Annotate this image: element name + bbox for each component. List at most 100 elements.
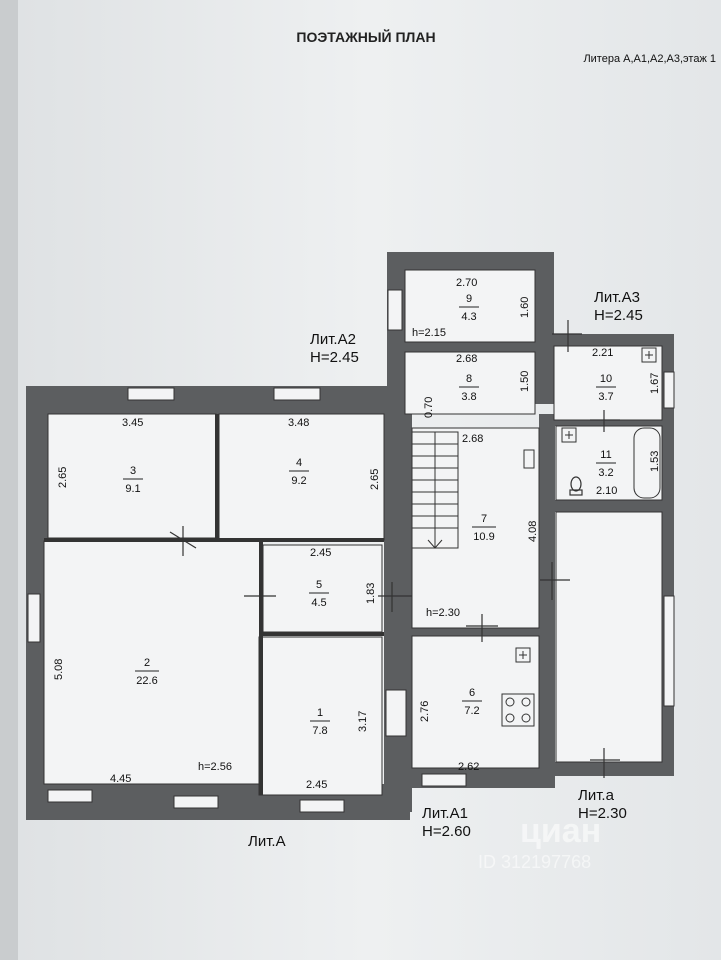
wall-a2-top [387,252,554,272]
outlet-icon [641,347,657,363]
paper-edge [0,0,18,960]
wall-main-left [26,386,48,800]
bathtub-icon [633,427,661,499]
wall-a1-left [404,414,412,812]
window-room-2-left [27,593,41,643]
room-9-floor [404,269,536,343]
door-marks [169,320,620,778]
dim-183: 1.83 [365,583,377,604]
window-room-3 [127,387,175,401]
room-11-number: 11 [600,449,611,461]
wall-main-top [26,386,416,414]
window-room-9 [387,289,403,331]
room-4-number: 4 [296,457,302,469]
dim-262: 2.62 [458,761,479,773]
dim-408: 4.08 [527,521,539,542]
staircase [411,431,459,549]
room-8-floor [404,351,536,415]
room-5-number: 5 [316,579,322,591]
room-6-number: 6 [469,687,475,699]
room-3-area: 9.1 [125,483,140,495]
outlet-icon [515,647,531,663]
dim-345: 3.45 [122,417,143,429]
room-5-area: 4.5 [311,597,326,609]
porch-floor [555,511,663,763]
partitions [44,414,384,795]
room-8-number: 8 [466,373,472,385]
room-11-area: 3.2 [598,467,613,479]
litera-label: Литера А,А1,А2,А3,этаж 1 [583,53,716,65]
dim-268b: 2.68 [462,433,483,445]
room-8-area: 3.8 [461,391,476,403]
window-room-4 [273,387,321,401]
dim-150: 1.50 [519,371,531,392]
dim-317: 3.17 [357,711,369,732]
wall-a3-top [540,334,672,346]
room-2-number: 2 [144,657,150,669]
room-2-area: 22.6 [136,675,157,687]
block-a1-name: Лит.А1 [422,805,468,822]
dim-270: 2.70 [456,277,477,289]
block-a-small-height: H=2.30 [578,805,627,822]
room-10-area: 3.7 [598,391,613,403]
window-room-1 [299,799,345,813]
room-1-floor [258,636,383,796]
dim-445: 4.45 [110,773,131,785]
outlet-icon [561,427,577,443]
watermark-id: ID 312197768 [478,852,591,872]
dim-153: 1.53 [649,451,661,472]
watermark-brand: циан [520,812,601,850]
dim-160: 1.60 [519,297,531,318]
chimney-mark [523,449,535,469]
block-a1-height: H=2.60 [422,823,471,840]
dim-508: 5.08 [53,659,65,680]
wall-a1-right [539,414,555,788]
room-4-floor [218,413,385,541]
plan-title: ПОЭТАЖНЫЙ ПЛАН [296,28,435,45]
dim-268a: 2.68 [456,353,477,365]
toilet-icon [569,476,583,496]
dim-348: 3.48 [288,417,309,429]
dim-245a: 2.45 [310,547,331,559]
window-porch [663,595,675,707]
dim-h256: h=2.56 [198,761,232,773]
stove-icon [501,693,535,727]
room-10-floor [553,345,663,421]
room-9-number: 9 [466,293,472,305]
room-1-number: 1 [317,707,323,719]
dim-221: 2.21 [592,347,613,359]
block-a2-name: Лит.А2 [310,331,356,348]
wall-a2-right-lower [534,364,554,404]
room-4-area: 9.2 [291,475,306,487]
room-5-floor [262,544,383,633]
room-1-area: 7.8 [312,725,327,737]
window-room-6-bottom [421,773,467,787]
dim-265b: 2.65 [369,469,381,490]
wall-a2-right [534,252,554,368]
dim-210: 2.10 [596,485,617,497]
window-room-2-bottom-b [173,795,219,809]
room-7-number: 7 [481,513,487,525]
room-3-number: 3 [130,465,136,477]
room-floors [43,269,663,796]
room-9-area: 4.3 [461,311,476,323]
room-6-area: 7.2 [464,705,479,717]
dim-h230: h=2.30 [426,607,460,619]
room-10-number: 10 [600,373,612,385]
block-a-small-name: Лит.а [578,787,615,804]
windows [27,289,675,813]
wall-porch-bottom [548,762,674,776]
dim-276: 2.76 [419,701,431,722]
room-2-floor [43,540,261,785]
dim-h215: h=2.15 [412,327,446,339]
wall-porch-top [548,500,672,512]
wall-a1-mid [404,628,554,636]
dim-167: 1.67 [649,373,661,394]
block-a-main-name: Лит.А [248,833,286,850]
wall-a2-mid [405,342,535,352]
dim-265a: 2.65 [57,467,69,488]
dim-245b: 2.45 [306,779,327,791]
window-room-6-left [385,689,407,737]
